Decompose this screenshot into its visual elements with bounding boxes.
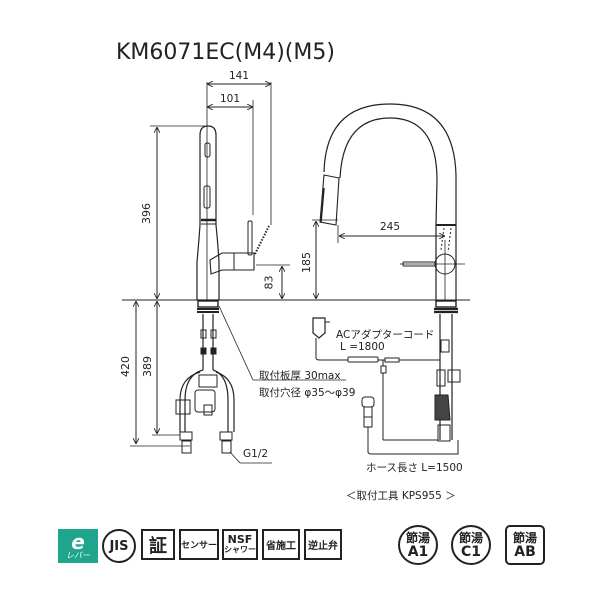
plate-thickness-label: 取付板厚 30max [259,370,341,382]
e-lever-text: レバー [66,550,90,560]
shower-text: シャワー [224,544,256,554]
saving-a1-bottom: A1 [407,544,429,560]
ac-adapter-label: ACアダプターコード [336,329,435,341]
dim-396: 396 [140,203,153,224]
saving-c1-bottom: C1 [460,544,481,560]
saving-a1-top: 節湯 [405,531,430,545]
dim-420: 420 [119,356,132,377]
nsf-shower-badge: NSF シャワー [222,529,258,560]
dim-141: 141 [229,70,250,82]
model-title: KM6071EC(M4)(M5) [116,40,335,65]
dim-245: 245 [380,221,401,233]
check-valve-badge: 逆止弁 [304,529,342,560]
hose-length-label: ホース長さ L=1500 [366,462,463,474]
dim-389: 389 [141,356,154,377]
saving-badge-c1: 節湯 C1 [451,525,491,565]
saving-badge-a1: 節湯 A1 [398,525,438,565]
saving-c1-top: 節湯 [458,531,483,545]
certified-badge: 証 [141,529,175,560]
dim-185: 185 [300,252,313,273]
thread-label: G1/2 [243,448,269,460]
e-lever-badge: e レバー [58,529,98,563]
tool-label: ＜取付工具 KPS955 ＞ [346,490,456,502]
saving-badge-ab: 節湯 AB [505,525,545,565]
nsf-text: NSF [227,532,253,546]
ac-length-label: L =1800 [340,341,385,353]
jis-badge: JIS [102,529,136,563]
saving-ab-top: 節湯 [512,531,537,545]
construction-badge: 省施工 [262,529,300,560]
e-lever-mark: e [71,529,85,554]
saving-ab-bottom: AB [514,544,536,560]
dim-101: 101 [220,93,241,105]
hole-diameter-label: 取付穴径 φ35～φ39 [259,387,356,399]
dim-83: 83 [262,275,276,290]
sensor-badge: センサー [179,529,219,560]
